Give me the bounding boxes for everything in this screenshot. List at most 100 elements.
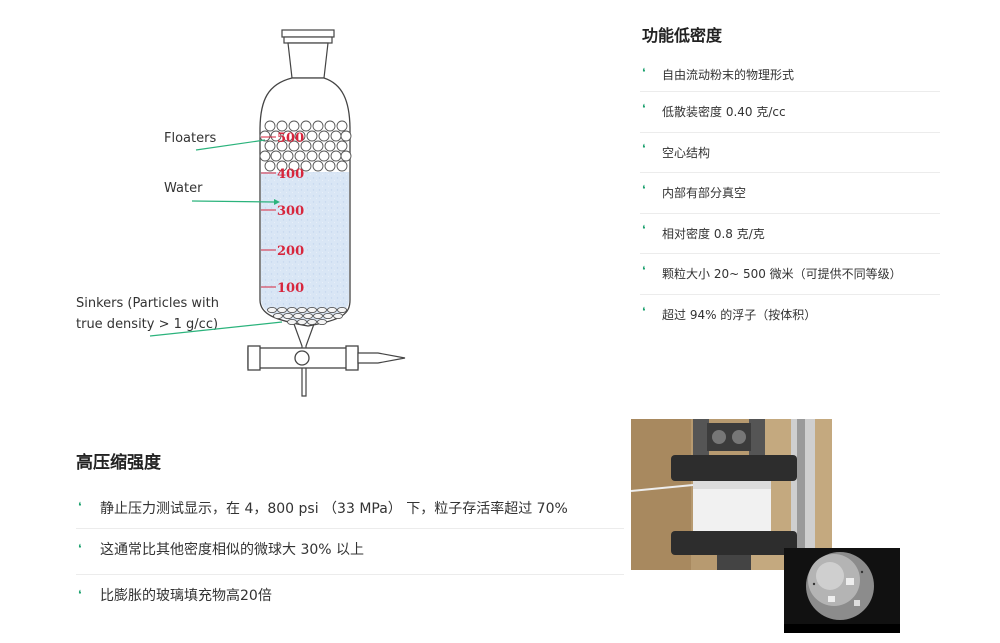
sinker-particle <box>323 312 333 320</box>
floater-particle <box>294 130 306 142</box>
list-item: ❛ 内部有部分真空 <box>640 173 940 214</box>
leaf-bullet-icon: ❛ <box>78 499 82 513</box>
floater-particle <box>294 150 306 162</box>
water-pointer <box>191 200 275 203</box>
floater-particle <box>288 120 300 132</box>
floater-particle <box>288 160 300 172</box>
floater-particle <box>306 150 318 162</box>
list-item: ❛ 颗粒大小 20~ 500 微米（可提供不同等级） <box>640 254 940 295</box>
separation-funnel-diagram: 500 400 300 200 100 Floaters Water Sinke… <box>76 29 406 397</box>
floater-particle <box>336 140 348 152</box>
funnel-stopper <box>281 29 335 79</box>
floater-particle <box>300 160 312 172</box>
floater-particle <box>264 140 276 152</box>
sinker-particle <box>337 306 347 314</box>
list-item: ❛低散装密度 0.40 克/cc <box>640 92 940 133</box>
floater-particle <box>306 130 318 142</box>
floater-particle <box>259 130 271 142</box>
list-item-text: 低散装密度 0.40 克/cc <box>662 105 786 119</box>
sinker-particle <box>307 306 317 314</box>
sinker-particle <box>313 312 323 320</box>
sinker-particle <box>293 312 303 320</box>
sinker-particle <box>297 318 307 326</box>
floater-particle <box>318 130 330 142</box>
sinkers-label-line1: Sinkers (Particles with <box>76 296 219 311</box>
list-item-text: 自由流动粉末的物理形式 <box>662 68 795 82</box>
list-item-text: 相对密度 0.8 克/克 <box>662 226 765 241</box>
features-panel: 功能低密度 ❛自由流动粉末的物理形式 ❛低散装密度 0.40 克/cc ❛空心结… <box>640 20 940 335</box>
sinker-particle <box>307 318 317 326</box>
leaf-bullet-icon: ❛ <box>642 182 646 196</box>
floater-particle <box>330 130 342 142</box>
floater-particle <box>270 150 282 162</box>
sinker-particle <box>273 312 283 320</box>
floater-particle <box>259 150 271 162</box>
list-item: ❛ 超过 94% 的浮子（按体积） <box>640 295 940 336</box>
floater-particle <box>300 120 312 132</box>
compression-title: 高压缩强度 <box>76 453 161 473</box>
leaf-bullet-icon: ❛ <box>78 588 82 601</box>
floater-particle <box>324 140 336 152</box>
floater-particle <box>330 150 342 162</box>
floater-particle <box>288 140 300 152</box>
sinker-particle <box>287 306 297 314</box>
floater-particle <box>282 150 294 162</box>
sinker-particle <box>327 306 337 314</box>
features-title: 功能低密度 <box>642 26 723 45</box>
floater-particle <box>324 160 336 172</box>
floater-particle <box>276 140 288 152</box>
sinker-particles <box>267 306 347 326</box>
list-item: ❛ 自由流动粉末的物理形式 <box>640 60 940 92</box>
sinker-particle <box>283 312 293 320</box>
leaf-bullet-icon: ❛ <box>78 541 82 555</box>
floater-particle <box>336 120 348 132</box>
floater-particle <box>264 160 276 172</box>
floater-particle <box>312 120 324 132</box>
floaters-label: Floaters <box>164 131 216 146</box>
floater-particle <box>312 160 324 172</box>
list-item: ❛ 相对密度 0.8 克/克 <box>640 214 940 254</box>
sinker-particle <box>287 318 297 326</box>
floater-particle <box>336 160 348 172</box>
floater-particle <box>340 150 352 162</box>
water-pointer-head <box>274 199 280 205</box>
sinker-particle <box>267 306 277 314</box>
sinkers-label-line2: true density > 1 g/cc) <box>76 317 218 332</box>
scale-marks: 500 400 300 200 100 <box>261 131 304 296</box>
leaf-bullet-icon: ❛ <box>642 263 646 277</box>
floater-particle <box>264 120 276 132</box>
floater-particle <box>276 160 288 172</box>
sinker-particle <box>317 306 327 314</box>
leaf-bullet-icon: ❛ <box>642 223 646 237</box>
water-label: Water <box>164 181 203 196</box>
list-item-text: 内部有部分真空 <box>662 186 747 200</box>
sinker-particle <box>303 312 313 320</box>
sinker-particle <box>317 318 327 326</box>
floaters-pointer <box>195 139 266 151</box>
floater-particle <box>276 120 288 132</box>
sinkers-pointer <box>149 321 283 337</box>
scale-mark-300: 300 <box>277 204 304 219</box>
leaf-bullet-icon: ❛ <box>642 304 646 318</box>
scale-mark-100: 100 <box>277 281 304 296</box>
microsphere-sem-image <box>784 548 900 633</box>
list-item-text: 颗粒大小 20~ 500 微米（可提供不同等级） <box>662 267 902 281</box>
floater-particle <box>318 150 330 162</box>
list-item-text: 比膨胀的玻璃填充物高20倍 <box>100 588 272 604</box>
list-item: ❛ 比膨胀的玻璃填充物高20倍 <box>76 575 624 621</box>
scale-mark-500: 500 <box>277 131 304 146</box>
compression-section: 高压缩强度 ❛静止压力测试显示，在 4，800 psi （33 MPa） 下，粒… <box>76 444 624 621</box>
list-item: ❛这通常比其他密度相似的微球大 30% 以上 <box>76 529 624 575</box>
list-item: ❛ 空心结构 <box>640 133 940 173</box>
floater-particle <box>270 130 282 142</box>
scale-mark-200: 200 <box>277 244 304 259</box>
sinker-particle <box>333 312 343 320</box>
list-item-text: 超过 94% 的浮子（按体积） <box>662 307 817 322</box>
floater-particle <box>324 120 336 132</box>
floater-particles <box>259 120 352 172</box>
leaf-bullet-icon: ❛ <box>642 142 646 156</box>
scale-mark-400: 400 <box>277 167 304 182</box>
list-item-text: 空心结构 <box>662 145 711 160</box>
leaf-bullet-icon: ❛ <box>642 65 646 79</box>
compression-test-photo <box>631 419 832 570</box>
